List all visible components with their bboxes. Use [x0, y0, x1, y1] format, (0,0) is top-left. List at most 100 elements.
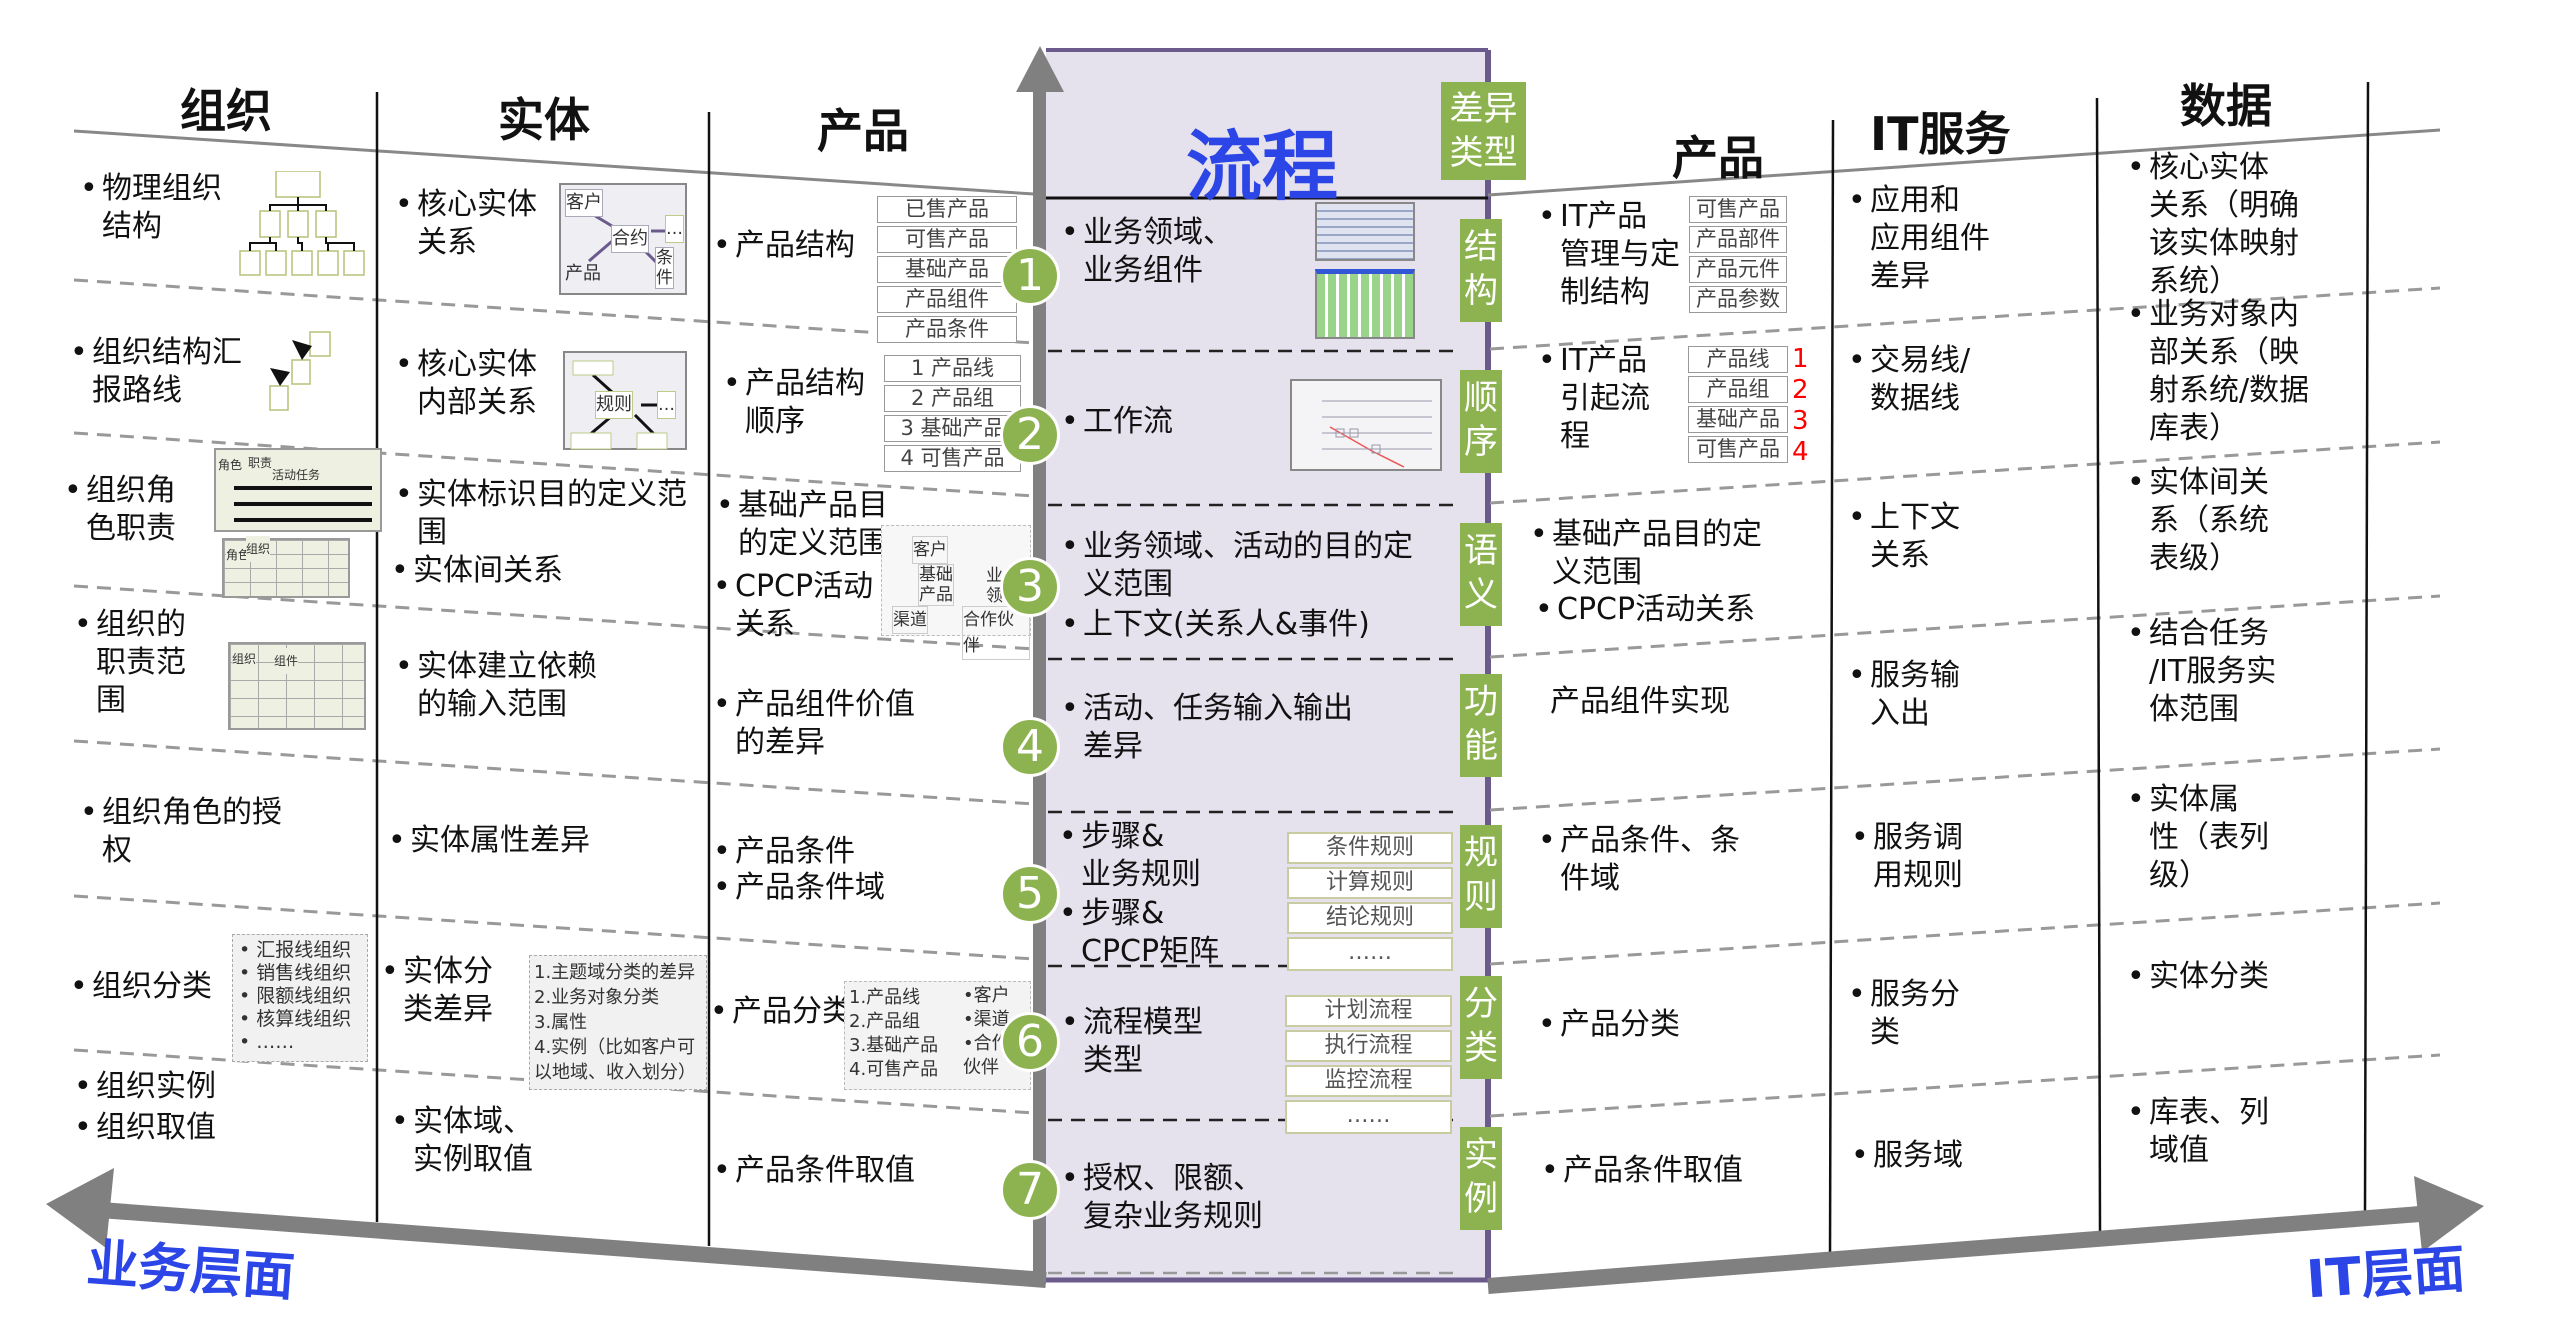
table-label: 组织	[232, 646, 257, 672]
list-item: 监控流程	[1285, 1065, 1452, 1097]
component-screenshot-thumbnail	[1315, 269, 1415, 339]
org-item: 组织角 色职责	[64, 472, 176, 548]
table-label: 组织	[246, 536, 271, 562]
data-item: 库表、列 域值	[2127, 1094, 2269, 1170]
sequence-number: 1	[1792, 344, 1809, 374]
it-product-flow-list: 产品线 产品组 基础产品 可售产品	[1688, 346, 1788, 463]
list-item: 可售产品	[877, 226, 1017, 253]
product-item: 产品条件取值	[713, 1152, 915, 1190]
it-product-item: 产品条件、条 件域	[1538, 822, 1740, 898]
list-item: 产品部件	[1689, 226, 1787, 253]
product-item: 产品条件域	[713, 869, 885, 907]
list-item: 基础产品	[1688, 406, 1788, 433]
role-duty-table: 角色 职责 活动任务	[214, 448, 382, 532]
it-product-item: CPCP活动关系	[1535, 591, 1755, 629]
product-structure-list: 已售产品 可售产品 基础产品 产品组件 产品条件	[877, 196, 1017, 343]
entity-item: 实体域、 实例取值	[391, 1103, 533, 1179]
diff-type-label: 规则	[1460, 825, 1502, 928]
list-item: 3 基础产品	[884, 415, 1021, 442]
header-process: 流程	[1186, 122, 1338, 211]
list-item: 产品组件	[877, 286, 1017, 313]
list-item: 执行流程	[1285, 1030, 1452, 1062]
it-product-item: 产品条件取值	[1541, 1152, 1743, 1190]
axis-arrows	[46, 46, 2484, 1294]
data-item: 业务对象内 部关系（映 射系统/数据 库表）	[2127, 296, 2309, 448]
column-dividers	[375, 81, 2370, 1257]
list-item: 产品参数	[1689, 286, 1787, 313]
step-badge: 1	[1000, 246, 1060, 306]
entity-relation-diagram: 客户 合约 产品 条 件 …	[559, 183, 687, 295]
table-label: 组件	[274, 648, 299, 674]
diagram-node: 产品	[565, 263, 601, 284]
org-item: 物理组织 结构	[80, 170, 222, 246]
step-badge: 2	[1000, 405, 1060, 465]
sequence-number: 3	[1792, 406, 1809, 436]
diagram-node: …	[665, 215, 684, 243]
classify-parties: •客户 •渠道 •合作 伙伴	[963, 985, 1010, 1078]
sequence-number: 2	[1792, 375, 1809, 405]
entity-item: 实体分 类差异	[381, 953, 493, 1029]
list-item: 结论规则	[1287, 902, 1453, 934]
data-item: 实体属 性（表列 级）	[2127, 781, 2269, 895]
diagram-node: 业 领	[986, 566, 1003, 606]
role-org-table: 角色 组织	[222, 536, 350, 598]
diagram-node: …	[657, 391, 676, 419]
product-item: 产品结构 顺序	[723, 365, 865, 441]
org-scope-table: 组织 组件	[228, 642, 366, 730]
it-service-item: 服务调 用规则	[1851, 819, 1963, 895]
product-item: 产品分类	[710, 993, 852, 1031]
process-item: 业务领域、活动的目的定 义范围	[1061, 528, 1413, 604]
process-item: 步骤& CPCP矩阵	[1059, 895, 1219, 971]
diff-type-label: 顺序	[1460, 370, 1502, 473]
list-item: 4 可售产品	[884, 445, 1021, 472]
process-model-list: 计划流程 执行流程 监控流程 ……	[1285, 995, 1452, 1134]
process-item: 业务领域、 业务组件	[1061, 214, 1233, 290]
it-service-item: 上下文 关系	[1848, 499, 1960, 575]
diff-type-label: 实例	[1460, 1127, 1502, 1230]
diff-type-label: 功能	[1460, 674, 1502, 777]
data-item: 实体分类	[2127, 958, 2269, 996]
list-item: ……	[1285, 1100, 1452, 1134]
org-classify-list: • 汇报线组织 • 销售线组织 • 限额线组织 • 核算线组织 • ……	[232, 934, 368, 1062]
it-service-item: 应用和 应用组件 差异	[1848, 182, 1990, 296]
diagram-node: 条 件	[655, 247, 674, 289]
it-service-item: 交易线/ 数据线	[1848, 342, 1970, 418]
it-product-item: 基础产品目的定 义范围	[1530, 516, 1762, 592]
header-org: 组织	[180, 84, 272, 138]
it-product-item: IT产品 管理与定 制结构	[1538, 198, 1680, 312]
it-layer-label: IT层面	[2304, 1239, 2468, 1311]
product-item: 产品结构	[713, 227, 855, 265]
sequence-number: 4	[1792, 437, 1809, 467]
header-entity: 实体	[498, 93, 590, 147]
entity-item: 实体间关系	[391, 552, 563, 590]
step-badge: 6	[1000, 1012, 1060, 1072]
list-item: 可售产品	[1689, 196, 1787, 223]
org-item: 组织角色的授 权	[80, 794, 282, 870]
workflow-thumbnail	[1290, 379, 1442, 471]
product-item: 产品组件价值 的差异	[713, 686, 915, 762]
diff-type-label: 结构	[1460, 219, 1502, 322]
product-item: 产品条件	[713, 833, 855, 871]
product-classify-box: 1.产品线 2.产品组 3.基础产品 4.可售产品 •客户 •渠道 •合作 伙伴	[844, 981, 1031, 1090]
diagram-node: 客户	[565, 189, 603, 217]
header-product-right: 产品	[1672, 131, 1764, 185]
diagram-node: 合约	[611, 225, 649, 253]
product-order-list: 1 产品线 2 产品组 3 基础产品 4 可售产品	[884, 355, 1021, 472]
reporting-line-icon	[269, 331, 331, 411]
entity-item: 实体建立依赖 的输入范围	[395, 648, 597, 724]
it-service-item: 服务分 类	[1848, 976, 1960, 1052]
it-product-item: 产品分类	[1538, 1006, 1680, 1044]
product-item: 基础产品目 的定义范围	[716, 487, 888, 563]
list-item: ……	[1287, 937, 1453, 971]
org-item: 组织结构汇 报路线	[70, 334, 242, 410]
rule-type-list: 条件规则 计算规则 结论规则 ……	[1287, 832, 1453, 971]
list-item: 计划流程	[1285, 995, 1452, 1027]
diagram-node: 规则	[595, 391, 633, 419]
header-line-right	[1487, 128, 2441, 197]
step-badge: 4	[1000, 717, 1060, 777]
process-item: 授权、限额、 复杂业务规则	[1061, 1160, 1263, 1236]
list-item: 1 产品线	[884, 355, 1021, 382]
classify-levels: 1.产品线 2.产品组 3.基础产品 4.可售产品	[849, 987, 939, 1080]
data-item: 实体间关 系（系统 表级）	[2127, 464, 2269, 578]
org-item: 组织分类	[70, 968, 212, 1006]
